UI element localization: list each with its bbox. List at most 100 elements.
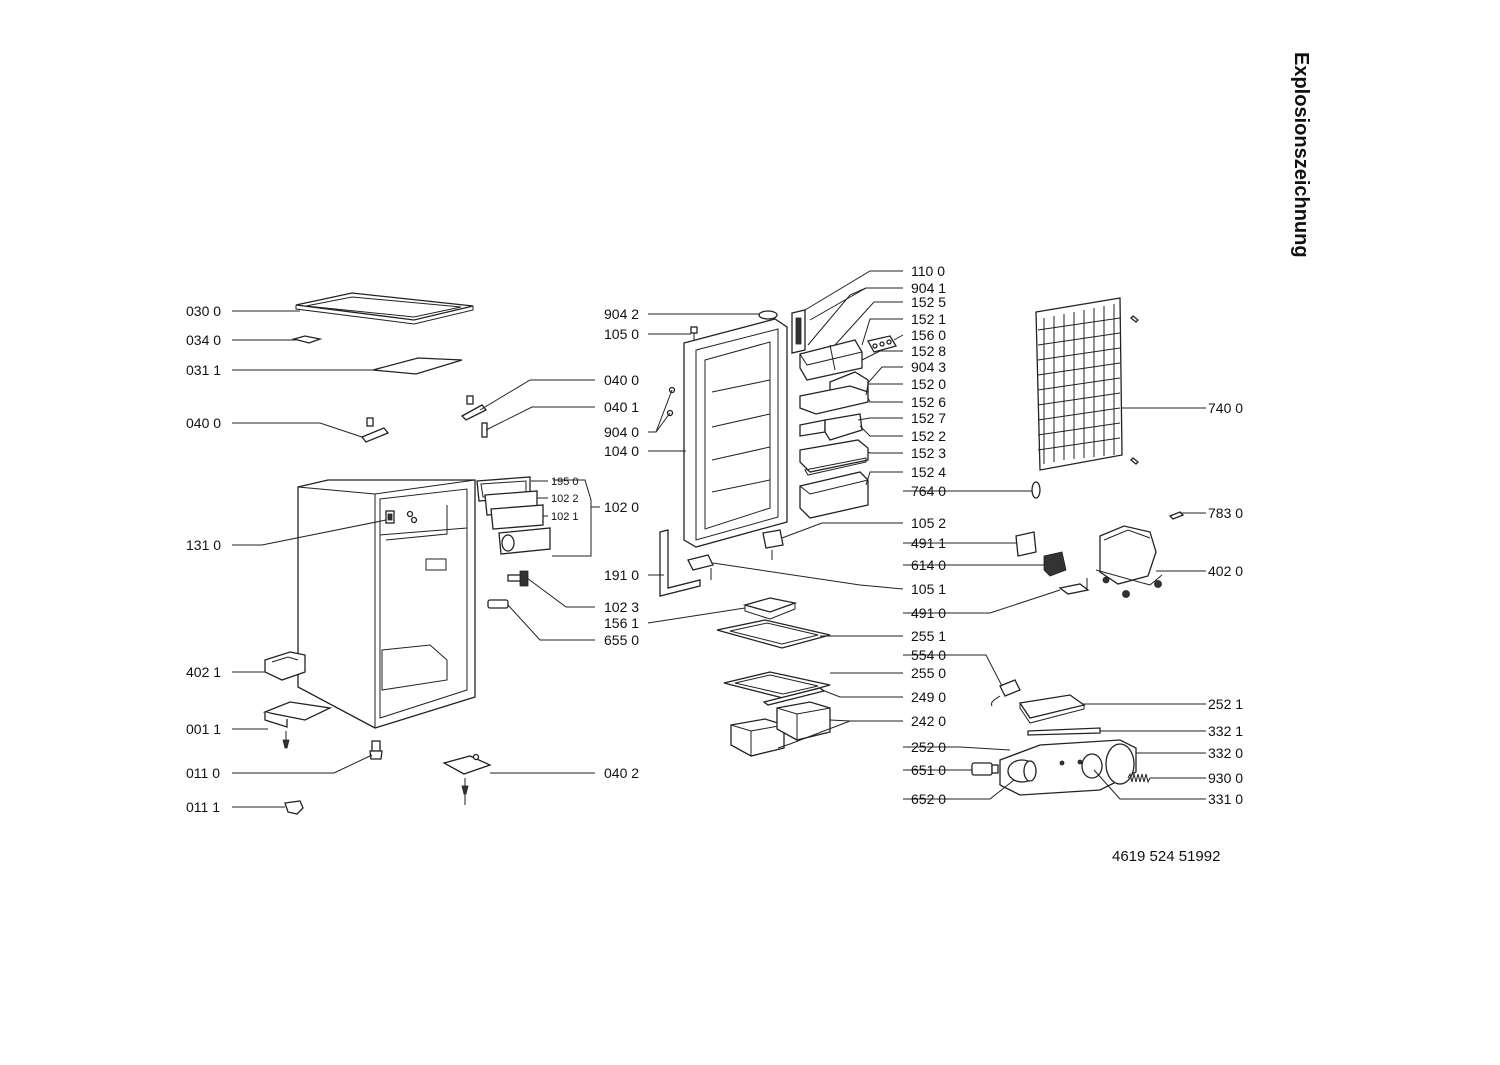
condenser-clip-top [1130,315,1139,323]
label-011-1: 011 1 [186,799,220,815]
label-152-3: 152 3 [911,445,946,461]
label-102-2: 102 2 [551,493,579,505]
thermostat-seal [1027,727,1101,736]
label-904-1: 904 1 [911,280,946,296]
door-group [659,309,897,757]
thermostat-knob [1081,753,1103,779]
relay-clip [1058,583,1090,595]
lamp-socket [999,679,1021,697]
door-frame-1021 [490,504,544,530]
foot-bracket [262,701,333,721]
label-040-2: 040 2 [604,765,639,781]
condenser-clip-bottom [1130,457,1139,465]
label-102-1: 102 1 [551,511,579,523]
part-labels: 030 0 034 0 031 1 040 0 131 0 402 1 001 … [186,263,1243,815]
foot-screw [371,740,381,752]
door-screw [690,326,698,334]
door-shelf-1527 [799,419,826,437]
label-152-5: 152 5 [911,294,946,310]
label-040-0-right: 040 0 [604,372,639,388]
door-bottom-hinge-bush [687,554,714,571]
label-110-0: 110 0 [911,263,945,279]
label-249-0: 249 0 [911,689,946,705]
lamp-bulb [971,762,993,776]
label-030-0: 030 0 [186,303,221,319]
cooling-unit-group [971,297,1185,796]
label-614-0: 614 0 [911,557,946,573]
storage-box-right [776,701,831,741]
label-491-0: 491 0 [911,605,946,621]
label-252-1: 252 1 [1208,696,1243,712]
label-102-3: 102 3 [604,599,639,615]
door-shelf-1526 [799,385,869,415]
label-332-1: 332 1 [1208,723,1243,739]
label-783-0: 783 0 [1208,505,1243,521]
thermostat-control-housing [999,739,1137,796]
cover-clip [291,335,323,344]
compressor [1099,525,1157,585]
label-904-2: 904 2 [604,306,639,322]
label-156-1: 156 1 [604,615,639,631]
label-031-1: 031 1 [186,362,221,378]
label-904-0: 904 0 [604,424,639,440]
cabinet-shelf [372,357,463,375]
cabinet-body [297,479,476,729]
label-152-0: 152 0 [911,376,946,392]
label-156-0: 156 0 [911,327,946,343]
label-242-0: 242 0 [911,713,946,729]
label-651-0: 651 0 [911,762,946,778]
ice-cube-tray [742,597,798,613]
drip-plug [1031,481,1041,499]
label-034-0: 034 0 [186,332,221,348]
label-011-0: 011 0 [186,765,220,781]
label-255-1: 255 1 [911,628,946,644]
door-shelf-1522 [824,413,863,441]
label-255-0: 255 0 [911,665,946,681]
storage-box-left [730,718,785,757]
door-shelf-1523 [799,439,869,473]
label-152-1: 152 1 [911,311,946,327]
label-191-0: 191 0 [604,567,639,583]
label-331-0: 331 0 [1208,791,1243,807]
label-152-7: 152 7 [911,410,946,426]
label-001-1: 001 1 [186,721,221,737]
label-252-0: 252 0 [911,739,946,755]
label-105-1: 105 1 [911,581,946,597]
door-handle [487,599,509,609]
label-491-1: 491 1 [911,535,946,551]
top-bushing [758,310,778,320]
hinge-bottom [442,755,492,775]
label-402-0: 402 0 [1208,563,1243,579]
cabinet-group [262,292,551,815]
hinge-top-right [460,404,488,421]
label-152-6: 152 6 [911,394,946,410]
leader-lines [232,270,1206,808]
hinge-left [360,427,390,443]
door-shelf-1524 [799,471,869,519]
door-gasket [659,529,701,597]
door-inner-liner [683,318,788,548]
thermostat-spring [1127,772,1151,784]
label-652-0: 652 0 [911,791,946,807]
label-195-0: 195 0 [551,476,579,488]
label-131-0: 131 0 [186,537,221,553]
starter-relay [1015,531,1037,557]
adjustable-foot [284,800,304,815]
label-105-2: 105 2 [911,515,946,531]
label-152-4: 152 4 [911,464,946,480]
label-402-1: 402 1 [186,664,221,680]
door-bottom-block [762,529,784,549]
label-930-0: 930 0 [1208,770,1243,786]
label-764-0: 764 0 [911,483,946,499]
label-152-2: 152 2 [911,428,946,444]
label-152-8: 152 8 [911,343,946,359]
relay-cover [1043,551,1067,577]
lamp-cover [1018,694,1086,719]
label-040-1: 040 1 [604,399,639,415]
label-332-0: 332 0 [1208,745,1243,761]
drain-tube [1168,511,1185,520]
label-040-0-left: 040 0 [186,415,221,431]
drawing-title: Explosionszeichnung [1290,52,1312,258]
butter-compartment [799,339,863,381]
